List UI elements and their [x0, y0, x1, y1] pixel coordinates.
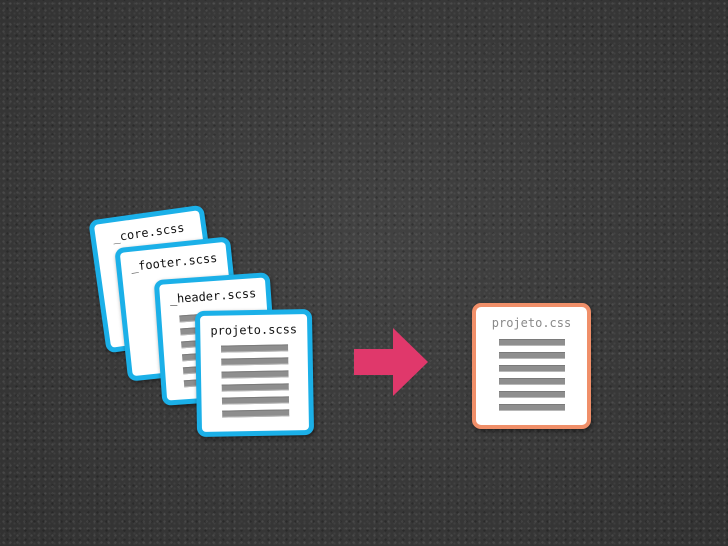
content-line	[221, 383, 289, 392]
content-line	[498, 352, 565, 359]
content-line	[498, 404, 565, 411]
output-file-name-label: projeto.css	[491, 316, 572, 330]
arrow-right-icon	[354, 328, 428, 396]
content-line	[498, 339, 565, 346]
file-content-lines	[498, 339, 565, 411]
file-name-label: projeto.scss	[210, 322, 298, 338]
content-line	[220, 344, 288, 353]
file-name-label: _header.scss	[169, 286, 257, 307]
content-line	[221, 396, 289, 405]
content-line	[220, 370, 289, 379]
arrow-shape	[354, 328, 428, 396]
file-content-lines	[220, 344, 289, 418]
content-line	[498, 378, 565, 385]
file-card-output-css: projeto.css	[472, 303, 591, 429]
content-line	[498, 391, 565, 398]
content-line	[220, 357, 288, 366]
content-line	[221, 409, 289, 418]
content-line	[498, 365, 565, 372]
file-card-projeto-scss: projeto.scss	[194, 308, 315, 438]
file-name-label: _footer.scss	[130, 250, 218, 274]
